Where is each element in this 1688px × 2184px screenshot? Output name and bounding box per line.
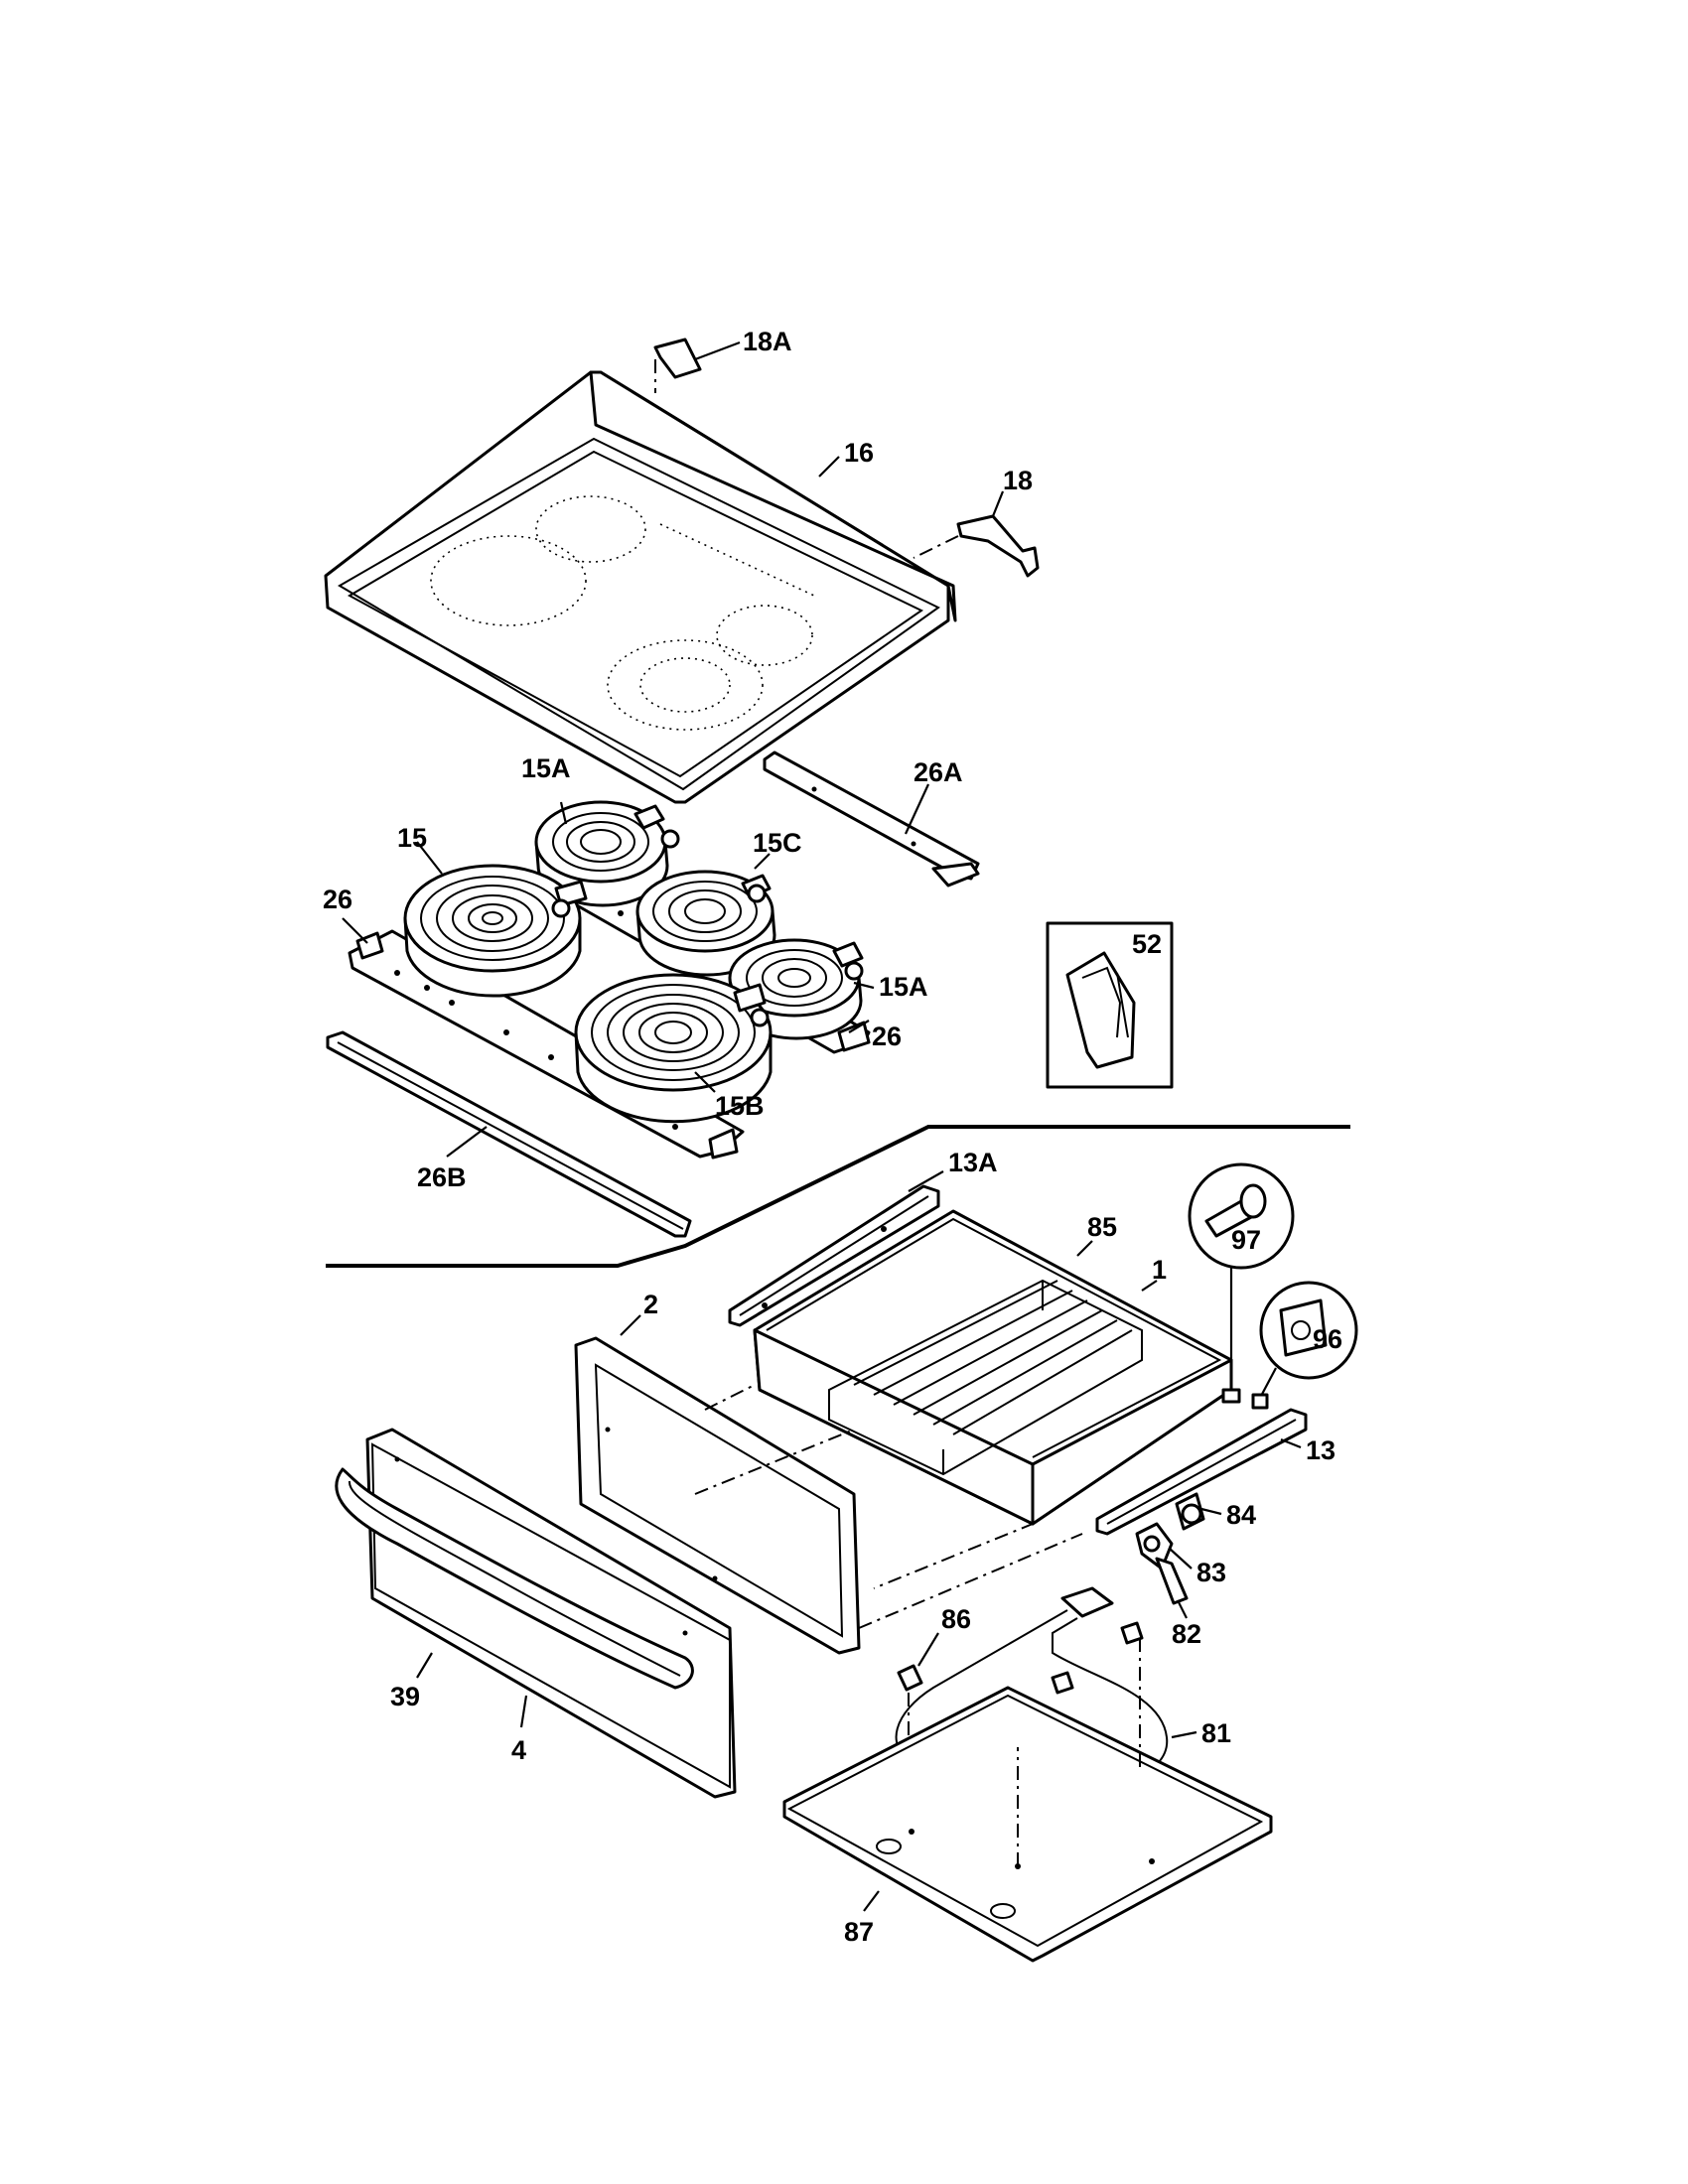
label-87: 87 [844, 1917, 874, 1947]
label-15C: 15C [753, 828, 802, 858]
part-16-cooktop [324, 370, 957, 804]
label-15: 15 [397, 823, 427, 853]
part-82-bracket [1155, 1557, 1189, 1605]
label-18A: 18A [743, 327, 792, 356]
label-2: 2 [643, 1290, 658, 1319]
part-97-screw-callout [1188, 1162, 1295, 1404]
label-16: 16 [844, 438, 874, 468]
label-15A-top: 15A [521, 753, 571, 783]
label-39: 39 [390, 1682, 420, 1711]
part-52-inset [1046, 921, 1174, 1089]
label-26A: 26A [914, 757, 963, 787]
label-15B: 15B [715, 1091, 765, 1121]
label-26-right: 26 [872, 1022, 902, 1051]
label-4: 4 [511, 1735, 526, 1765]
part-26B-rail [326, 1030, 692, 1238]
label-18: 18 [1003, 466, 1033, 495]
label-97: 97 [1231, 1225, 1261, 1255]
part-15B-element [574, 973, 773, 1124]
label-15A-right: 15A [879, 972, 928, 1002]
part-96-clip-callout [1251, 1281, 1358, 1410]
part-87-bottom-panel [782, 1638, 1273, 1963]
part-labels: 18A 16 18 26A 15A 15 15C 26 52 15A 26 15… [323, 327, 1342, 1947]
part-18-bracket [913, 514, 1040, 578]
label-26B: 26B [417, 1162, 467, 1192]
part-85-rack [828, 1279, 1143, 1476]
leader-lines [342, 341, 1302, 1912]
part-83-component [1135, 1522, 1174, 1570]
part-81-bake-element [895, 1586, 1169, 1786]
label-13: 13 [1306, 1435, 1336, 1465]
label-13A: 13A [948, 1148, 998, 1177]
label-86: 86 [941, 1604, 971, 1634]
part-84-component [1175, 1492, 1205, 1531]
label-1: 1 [1152, 1255, 1167, 1285]
label-82: 82 [1172, 1619, 1201, 1649]
label-96: 96 [1313, 1324, 1342, 1354]
label-83: 83 [1196, 1558, 1226, 1587]
part-39-handle [335, 1467, 694, 1690]
part-15-large-element [403, 864, 588, 998]
label-85: 85 [1087, 1212, 1117, 1242]
label-26-left: 26 [323, 885, 352, 914]
label-52: 52 [1132, 929, 1162, 959]
part-2-inner-door-frame [574, 1336, 1083, 1655]
label-81: 81 [1201, 1718, 1231, 1748]
part-26A-strip [763, 751, 980, 887]
label-84: 84 [1226, 1500, 1256, 1530]
part-18A-bracket [653, 338, 702, 393]
section-divider-line [326, 1125, 1350, 1268]
part-13A-rail [728, 1184, 940, 1327]
part-13-rail [1095, 1408, 1308, 1536]
